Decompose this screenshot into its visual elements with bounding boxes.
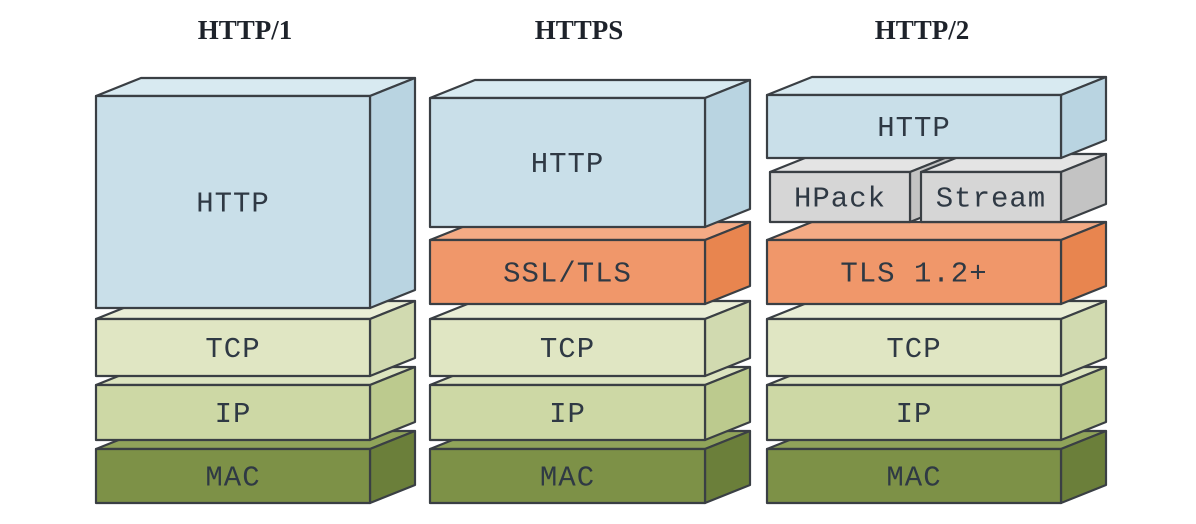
- box-front-face: [765, 238, 1063, 306]
- box-label-mac: MAC: [205, 462, 260, 495]
- box-label-hpack: HPack: [794, 183, 886, 216]
- box-http-2-ip: IP: [765, 365, 1108, 442]
- box-front-face: [765, 317, 1063, 378]
- box-label-mac: MAC: [886, 462, 941, 495]
- box-front-face: [428, 447, 707, 505]
- box-right-face: [703, 78, 752, 229]
- box-https-ip: IP: [428, 365, 752, 442]
- box-https-tcp: TCP: [428, 299, 752, 378]
- box-http-2-stream: Stream: [919, 152, 1108, 224]
- box-front-face: [428, 383, 707, 442]
- box-label-tcp: TCP: [205, 333, 260, 366]
- box-label-ssl-tls: SSL/TLS: [503, 258, 632, 291]
- box-front-face: [428, 96, 707, 229]
- box-label-tls-1-2: TLS 1.2+: [840, 258, 987, 291]
- box-https-mac: MAC: [428, 429, 752, 505]
- box-front-face: [94, 447, 372, 505]
- box-right-face: [368, 76, 417, 310]
- box-top-face: [94, 76, 417, 98]
- box-label-tcp: TCP: [886, 333, 941, 366]
- box-label-http: HTTP: [196, 188, 270, 221]
- box-http-2-http: HTTP: [765, 75, 1108, 160]
- stack-http-1: MAC IP TCP HTTP HTTP/1: [94, 15, 417, 505]
- box-label-ip: IP: [215, 398, 252, 431]
- box-http-1-http: HTTP: [94, 76, 417, 310]
- box-front-face: [768, 170, 912, 224]
- box-label-ip: IP: [896, 398, 933, 431]
- box-top-face: [765, 220, 1108, 242]
- box-front-face: [94, 383, 372, 442]
- box-label-http: HTTP: [877, 112, 951, 145]
- box-https-http: HTTP: [428, 78, 752, 229]
- box-front-face: [94, 317, 372, 378]
- box-http-2-mac: MAC: [765, 429, 1108, 505]
- box-http-2-tcp: TCP: [765, 299, 1108, 378]
- box-front-face: [94, 94, 372, 310]
- stack-https: MAC IP TCP SSL/TLS HTTP HTTPS: [428, 15, 752, 505]
- box-http-2-tls-1-2: TLS 1.2+: [765, 220, 1108, 306]
- box-top-face: [765, 75, 1108, 97]
- box-label-stream: Stream: [936, 183, 1046, 216]
- box-http-1-ip: IP: [94, 365, 417, 442]
- stack-http-2: MAC IP TCP TLS 1.2+ HPack Stream HTTP HTTP/2: [765, 15, 1108, 505]
- box-http-1-tcp: TCP: [94, 299, 417, 378]
- stack-title-http-2: HTTP/2: [875, 15, 970, 45]
- box-https-ssl-tls: SSL/TLS: [428, 220, 752, 306]
- box-label-ip: IP: [549, 398, 586, 431]
- box-front-face: [428, 238, 707, 306]
- box-top-face: [428, 78, 752, 100]
- box-label-tcp: TCP: [540, 333, 595, 366]
- box-front-face: [765, 93, 1063, 160]
- box-front-face: [765, 447, 1063, 505]
- stack-title-http-1: HTTP/1: [198, 15, 293, 45]
- box-front-face: [919, 170, 1063, 224]
- box-label-mac: MAC: [540, 462, 595, 495]
- box-front-face: [428, 317, 707, 378]
- box-label-http: HTTP: [531, 148, 605, 181]
- box-front-face: [765, 383, 1063, 442]
- box-http-1-mac: MAC: [94, 429, 417, 505]
- stack-title-https: HTTPS: [535, 15, 624, 45]
